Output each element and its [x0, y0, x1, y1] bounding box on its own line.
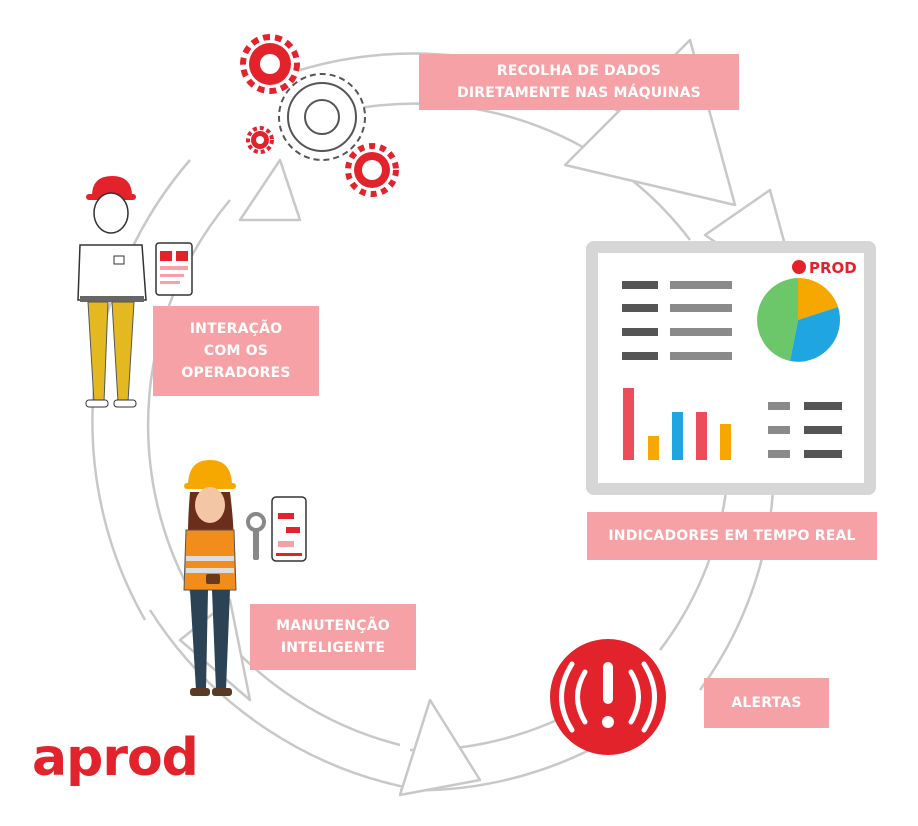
label-real-time-line1: INDICADORES EM TEMPO REAL [608, 528, 856, 544]
label-data-collection: RECOLHA DE DADOS DIRETAMENTE NAS MÁQUINA… [419, 54, 739, 110]
label-operators-line3: OPERADORES [181, 365, 291, 381]
dashboard-logo: PROD [792, 259, 857, 277]
label-alerts-line1: ALERTAS [731, 695, 802, 711]
maintenance-figure [183, 460, 237, 696]
tablet-icon [155, 242, 193, 296]
label-maintenance: MANUTENÇÃO INTELIGENTE [250, 604, 416, 670]
label-operators: INTERAÇÃO COM OS OPERADORES [153, 306, 319, 396]
gear-icon [246, 126, 274, 154]
label-operators-line2: COM OS [203, 343, 269, 359]
label-maintenance-line2: INTELIGENTE [280, 640, 386, 656]
label-real-time: INDICADORES EM TEMPO REAL [587, 512, 877, 560]
dashboard-table [622, 281, 732, 360]
label-maintenance-line1: MANUTENÇÃO [276, 618, 390, 634]
gear-icon [240, 34, 300, 94]
dashboard-list [768, 402, 842, 458]
bar-chart-icon [623, 388, 731, 460]
phone-icon [271, 496, 307, 562]
wrench-icon [246, 512, 266, 560]
label-data-collection-line2: DIRETAMENTE NAS MÁQUINAS [457, 85, 701, 101]
pie-chart-icon [757, 277, 840, 362]
alert-icon [550, 639, 666, 755]
gear-icon [278, 73, 366, 161]
label-alerts: ALERTAS [704, 678, 829, 728]
label-operators-line1: INTERAÇÃO [189, 321, 283, 337]
gear-icon [345, 143, 399, 197]
dashboard-logo-text: PROD [809, 259, 857, 277]
dashboard-monitor: PROD [586, 241, 876, 495]
operator-figure [77, 176, 147, 408]
brand-logo: aprod [32, 728, 199, 788]
label-data-collection-line1: RECOLHA DE DADOS [496, 63, 662, 79]
